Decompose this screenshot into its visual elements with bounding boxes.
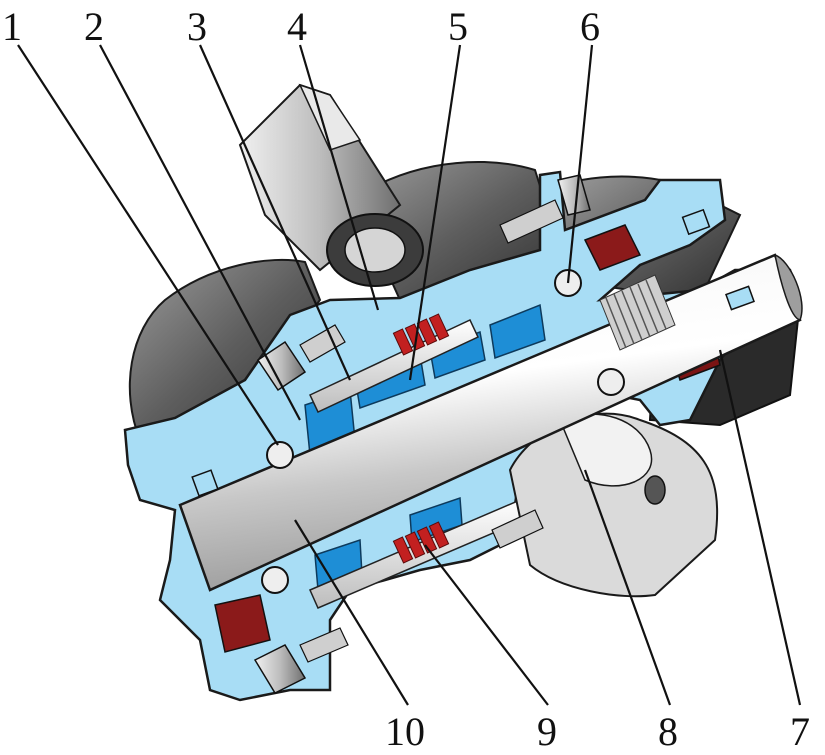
label-10: 10 [385,709,425,754]
flange-disc [508,412,719,598]
spring-upper [392,313,450,356]
leader-9 [424,544,549,706]
bolt-lower-middle [491,509,544,549]
label-5: 5 [448,4,468,49]
bolt-lower-left [253,627,349,694]
lip-seals [191,208,755,497]
bolts [253,174,591,694]
label-7: 7 [790,709,810,754]
label-6: 6 [580,4,600,49]
bolt-left-upper [256,324,346,392]
part-labels: 1 2 3 4 5 6 10 9 8 7 [2,4,810,754]
bearings [261,269,625,594]
label-4: 4 [287,4,307,49]
label-1: 1 [2,4,22,49]
springs [392,313,450,564]
spring-lower [392,521,450,564]
leader-10 [294,519,409,706]
leader-4 [298,44,380,311]
label-8: 8 [658,709,678,754]
leader-3 [198,44,352,381]
leader-8 [583,469,672,706]
shaft-thread [599,274,676,351]
bolt-right-upper [499,174,591,244]
leader-1 [17,44,279,446]
leader-lines [17,44,802,706]
label-3: 3 [187,4,207,49]
leader-7 [718,349,802,706]
label-2: 2 [84,4,104,49]
leader-5 [408,44,462,381]
leader-6 [566,44,594,284]
label-9: 9 [537,709,557,754]
leader-2 [99,44,301,421]
